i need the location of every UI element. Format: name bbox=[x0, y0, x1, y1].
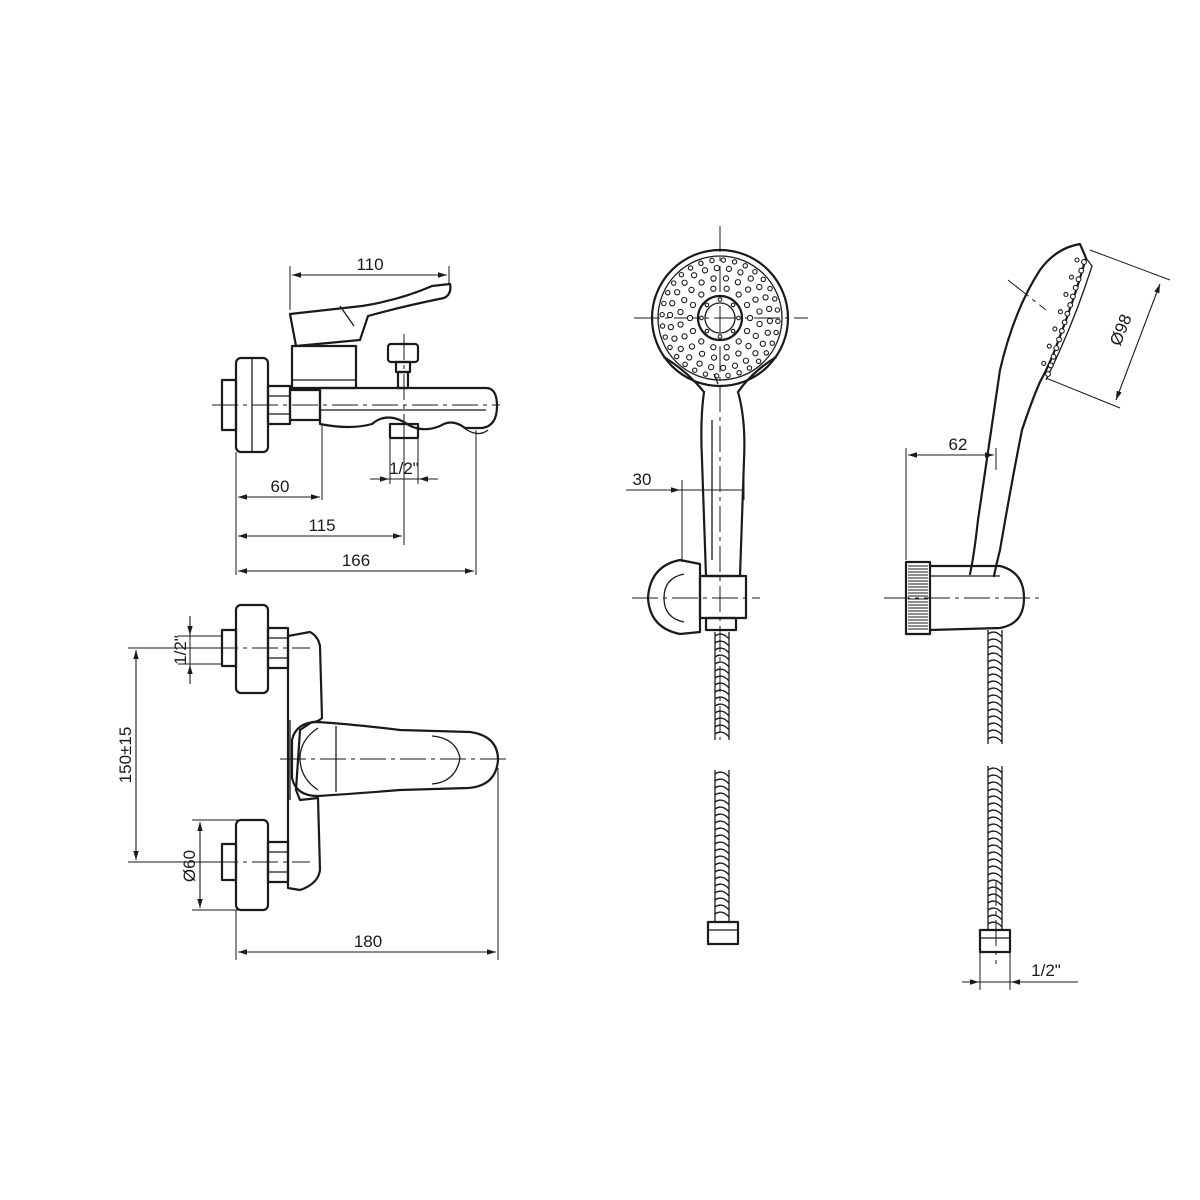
dim-lever-width: 110 bbox=[356, 255, 383, 274]
mixer-front-view bbox=[212, 282, 500, 454]
dim-inlet-to-outlet: 115 bbox=[308, 516, 335, 535]
side-hose-lower bbox=[987, 766, 1003, 930]
dim-overall-length: 180 bbox=[354, 932, 382, 951]
mixer-top-dimensions: 1/2" 150±15 Ø60 180 bbox=[116, 616, 499, 960]
dim-handle-width: 30 bbox=[633, 470, 652, 489]
dim-holder-projection: 62 bbox=[949, 435, 968, 454]
dim-inlet-spacing: 150±15 bbox=[116, 727, 135, 784]
spray-face-nozzles bbox=[1041, 257, 1087, 377]
dim-flange-diameter: Ø60 bbox=[180, 850, 199, 882]
dim-inlet-to-body: 60 bbox=[271, 477, 290, 496]
dim-head-diameter: Ø98 bbox=[1106, 311, 1136, 348]
spray-nozzles bbox=[659, 257, 781, 379]
dim-hose-thread: 1/2" bbox=[1031, 961, 1061, 980]
hose-upper bbox=[714, 632, 730, 740]
hand-shower-front-dimensions: 30 bbox=[626, 440, 745, 562]
holder-knurling bbox=[908, 565, 928, 630]
dim-inlet-thread: 1/2" bbox=[171, 635, 190, 665]
mixer-front-dimensions: 110 60 115 166 1/2" bbox=[235, 255, 477, 575]
hand-shower-side-view bbox=[884, 242, 1093, 964]
hand-shower-side-dimensions: Ø98 62 1/2" bbox=[905, 249, 1171, 990]
hand-shower-front-view bbox=[632, 226, 808, 946]
side-hose-upper bbox=[987, 630, 1003, 744]
hose-lower bbox=[714, 770, 730, 922]
mixer-top-view bbox=[212, 603, 510, 912]
dim-spout-thread: 1/2" bbox=[389, 459, 419, 478]
dim-overall-depth: 166 bbox=[342, 551, 370, 570]
